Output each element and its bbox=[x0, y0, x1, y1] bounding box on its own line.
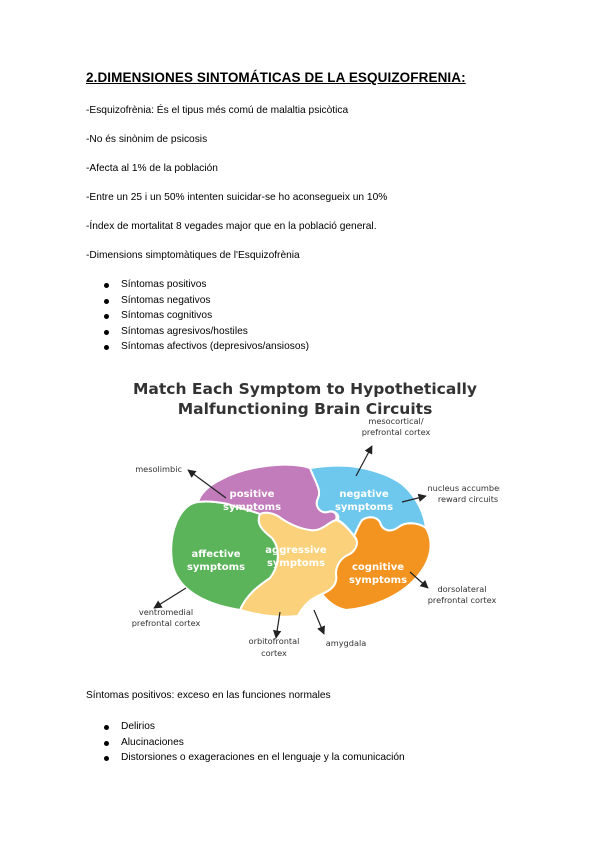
bullet-icon bbox=[104, 345, 109, 350]
bullet-icon bbox=[104, 756, 109, 761]
label-orbitofrontal-1: orbitofrontal bbox=[249, 636, 300, 646]
affective-label-2: symptoms bbox=[187, 562, 245, 573]
arrow-mesocortical bbox=[355, 445, 373, 477]
label-mesocortical-2: prefrontal cortex bbox=[362, 427, 431, 437]
label-mesolimbic: mesolimbic bbox=[135, 464, 182, 474]
paragraph-psicosis: -No és sinònim de psicosis bbox=[86, 134, 208, 145]
positive-label-1: positive bbox=[230, 489, 275, 500]
label-orbitofrontal-2: cortex bbox=[261, 648, 287, 658]
cognitive-label-2: symptoms bbox=[349, 575, 407, 586]
arrow-nucleus bbox=[401, 493, 427, 503]
bullet-icon bbox=[104, 283, 109, 288]
positive-symptoms-intro: Síntomas positivos: exceso en las funcio… bbox=[86, 690, 331, 701]
aggressive-label-2: symptoms bbox=[267, 558, 325, 569]
figure-title-line2: Malfunctioning Brain Circuits bbox=[177, 400, 433, 418]
negative-label-2: symptoms bbox=[335, 502, 393, 513]
paragraph-dimensions: -Dimensions simptomàtiques de l'Esquizof… bbox=[86, 250, 300, 261]
label-nucleus-2: reward circuits bbox=[438, 494, 498, 504]
label-nucleus-1: nucleus accumbens bbox=[427, 483, 500, 493]
bullet-icon bbox=[104, 329, 109, 335]
label-amygdala: amygdala bbox=[326, 638, 367, 648]
affective-label-1: affective bbox=[191, 549, 240, 560]
aggressive-label-1: aggressive bbox=[265, 545, 327, 556]
label-dorsolateral-1: dorsolateral bbox=[437, 584, 486, 594]
paragraph-suicide: -Entre un 25 i un 50% intenten suicidar-… bbox=[86, 192, 388, 203]
positive-label-2: symptoms bbox=[223, 502, 281, 513]
negative-label-1: negative bbox=[339, 489, 389, 500]
paragraph-esquizofrenia-def: -Esquizofrènia: És el tipus més comú de … bbox=[86, 105, 349, 116]
puzzle-diagram: positive symptoms negative symptoms affe… bbox=[132, 416, 500, 658]
label-dorsolateral-2: prefrontal cortex bbox=[428, 595, 497, 605]
arrow-dorsolateral bbox=[409, 571, 429, 589]
cognitive-label-1: cognitive bbox=[352, 562, 404, 573]
paragraph-mortality: -Índex de mortalitat 8 vegades major que… bbox=[86, 221, 377, 232]
label-ventromedial-2: prefrontal cortex bbox=[132, 618, 201, 628]
figure-title-line1: Match Each Symptom to Hypothetically bbox=[132, 380, 478, 398]
arrow-amygdala bbox=[313, 609, 325, 635]
brain-circuits-figure: Match Each Symptom to Hypothetically Mal… bbox=[110, 372, 500, 664]
bullet-icon bbox=[104, 314, 109, 319]
bullet-icon bbox=[104, 725, 109, 730]
arrow-mesolimbic bbox=[187, 469, 227, 499]
label-mesocortical-1: mesocortical/ bbox=[368, 416, 423, 426]
bullet-icon bbox=[104, 740, 109, 746]
positive-piece bbox=[196, 463, 338, 532]
label-ventromedial-1: ventromedial bbox=[139, 607, 193, 617]
arrow-ventromedial bbox=[153, 587, 187, 609]
paragraph-prevalence: -Afecta al 1% de la población bbox=[86, 163, 218, 174]
bullet-icon bbox=[104, 298, 109, 304]
arrow-orbitofrontal bbox=[272, 611, 282, 639]
section-heading: 2.DIMENSIONES SINTOMÁTICAS DE LA ESQUIZO… bbox=[86, 70, 466, 85]
